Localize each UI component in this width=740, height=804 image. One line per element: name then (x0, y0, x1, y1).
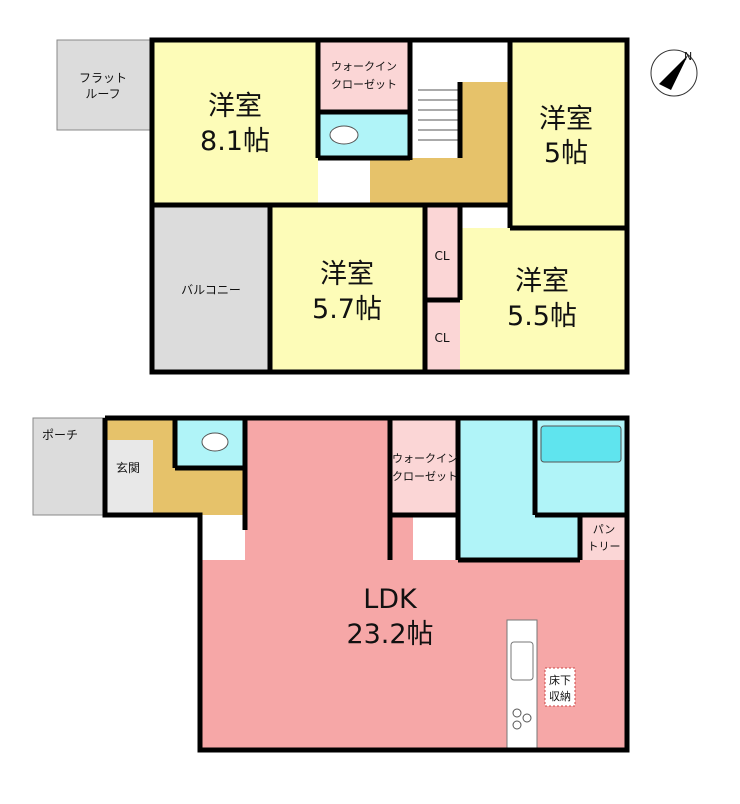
upper-floor: フラット ルーフ バルコニー 洋室 8.1帖 ウォークイン クローゼット 洋室 … (56, 37, 630, 375)
lower-floor: ポーチ 玄関 ウォークイン クローゼット パン トリー LDK 23.2帖 床下… (32, 415, 630, 753)
room-5-size: 5帖 (544, 138, 588, 169)
walk-in-closet-upper (318, 40, 410, 112)
hallway-upper-2 (370, 158, 510, 205)
pantry-label-2: トリー (588, 540, 621, 553)
washroom (458, 418, 535, 560)
porch (32, 417, 106, 516)
room-5-7-name: 洋室 (320, 259, 374, 290)
flat-roof-label-1: フラット (79, 71, 127, 85)
compass-north-icon: N (650, 49, 698, 97)
ldk-name: LDK (363, 584, 418, 615)
pantry (580, 515, 627, 560)
flat-roof-label-2: ルーフ (85, 87, 120, 101)
ldk-left (200, 560, 250, 750)
underfloor-label-1: 床下 (549, 673, 571, 687)
pantry-label-1: パン (593, 523, 616, 536)
toilet-icon (329, 125, 359, 145)
bathtub-icon (540, 425, 622, 463)
stairs-lower (413, 515, 458, 560)
walk-in-closet-lower (390, 418, 458, 515)
entrance-step (105, 418, 175, 440)
wic-lower-label-1: ウォークイン (392, 452, 458, 465)
closet-1 (425, 205, 460, 300)
ldk-size: 23.2帖 (346, 619, 433, 650)
room-8-1-name: 洋室 (208, 91, 262, 122)
closet-2-label: CL (434, 331, 449, 345)
entrance-label: 玄関 (116, 460, 140, 475)
flat-roof (56, 39, 153, 131)
room-5-5-size: 5.5帖 (507, 301, 577, 332)
room-5-5-name: 洋室 (515, 266, 569, 297)
closet-2 (425, 300, 460, 372)
hall-lower-2 (153, 440, 175, 470)
room-5 (510, 40, 627, 228)
room-5-7 (270, 205, 425, 372)
wic-upper-label-2: クローゼット (331, 78, 397, 91)
room-5-name: 洋室 (539, 104, 593, 135)
hall-lower (153, 468, 245, 515)
wic-upper-label-1: ウォークイン (331, 60, 397, 73)
underfloor-storage (544, 667, 576, 707)
balcony (151, 204, 271, 373)
kitchen-counter (506, 619, 538, 751)
toilet-icon (201, 432, 229, 452)
closet-1-label: CL (434, 249, 449, 263)
room-5-7-size: 5.7帖 (312, 294, 382, 325)
sink-icon (510, 641, 534, 681)
room-5-5 (460, 228, 627, 372)
room-8-1-size: 8.1帖 (200, 126, 270, 157)
underfloor-label-2: 収納 (549, 690, 571, 703)
wic-lower-label-2: クローゼット (392, 470, 458, 483)
stove-icon (512, 708, 532, 730)
entrance (105, 440, 153, 515)
washroom-2 (535, 515, 580, 560)
room-8-1 (152, 40, 318, 205)
compass-label: N (684, 50, 692, 63)
porch-label: ポーチ (42, 428, 78, 442)
stair-treads (418, 89, 460, 141)
balcony-label: バルコニー (181, 283, 241, 297)
